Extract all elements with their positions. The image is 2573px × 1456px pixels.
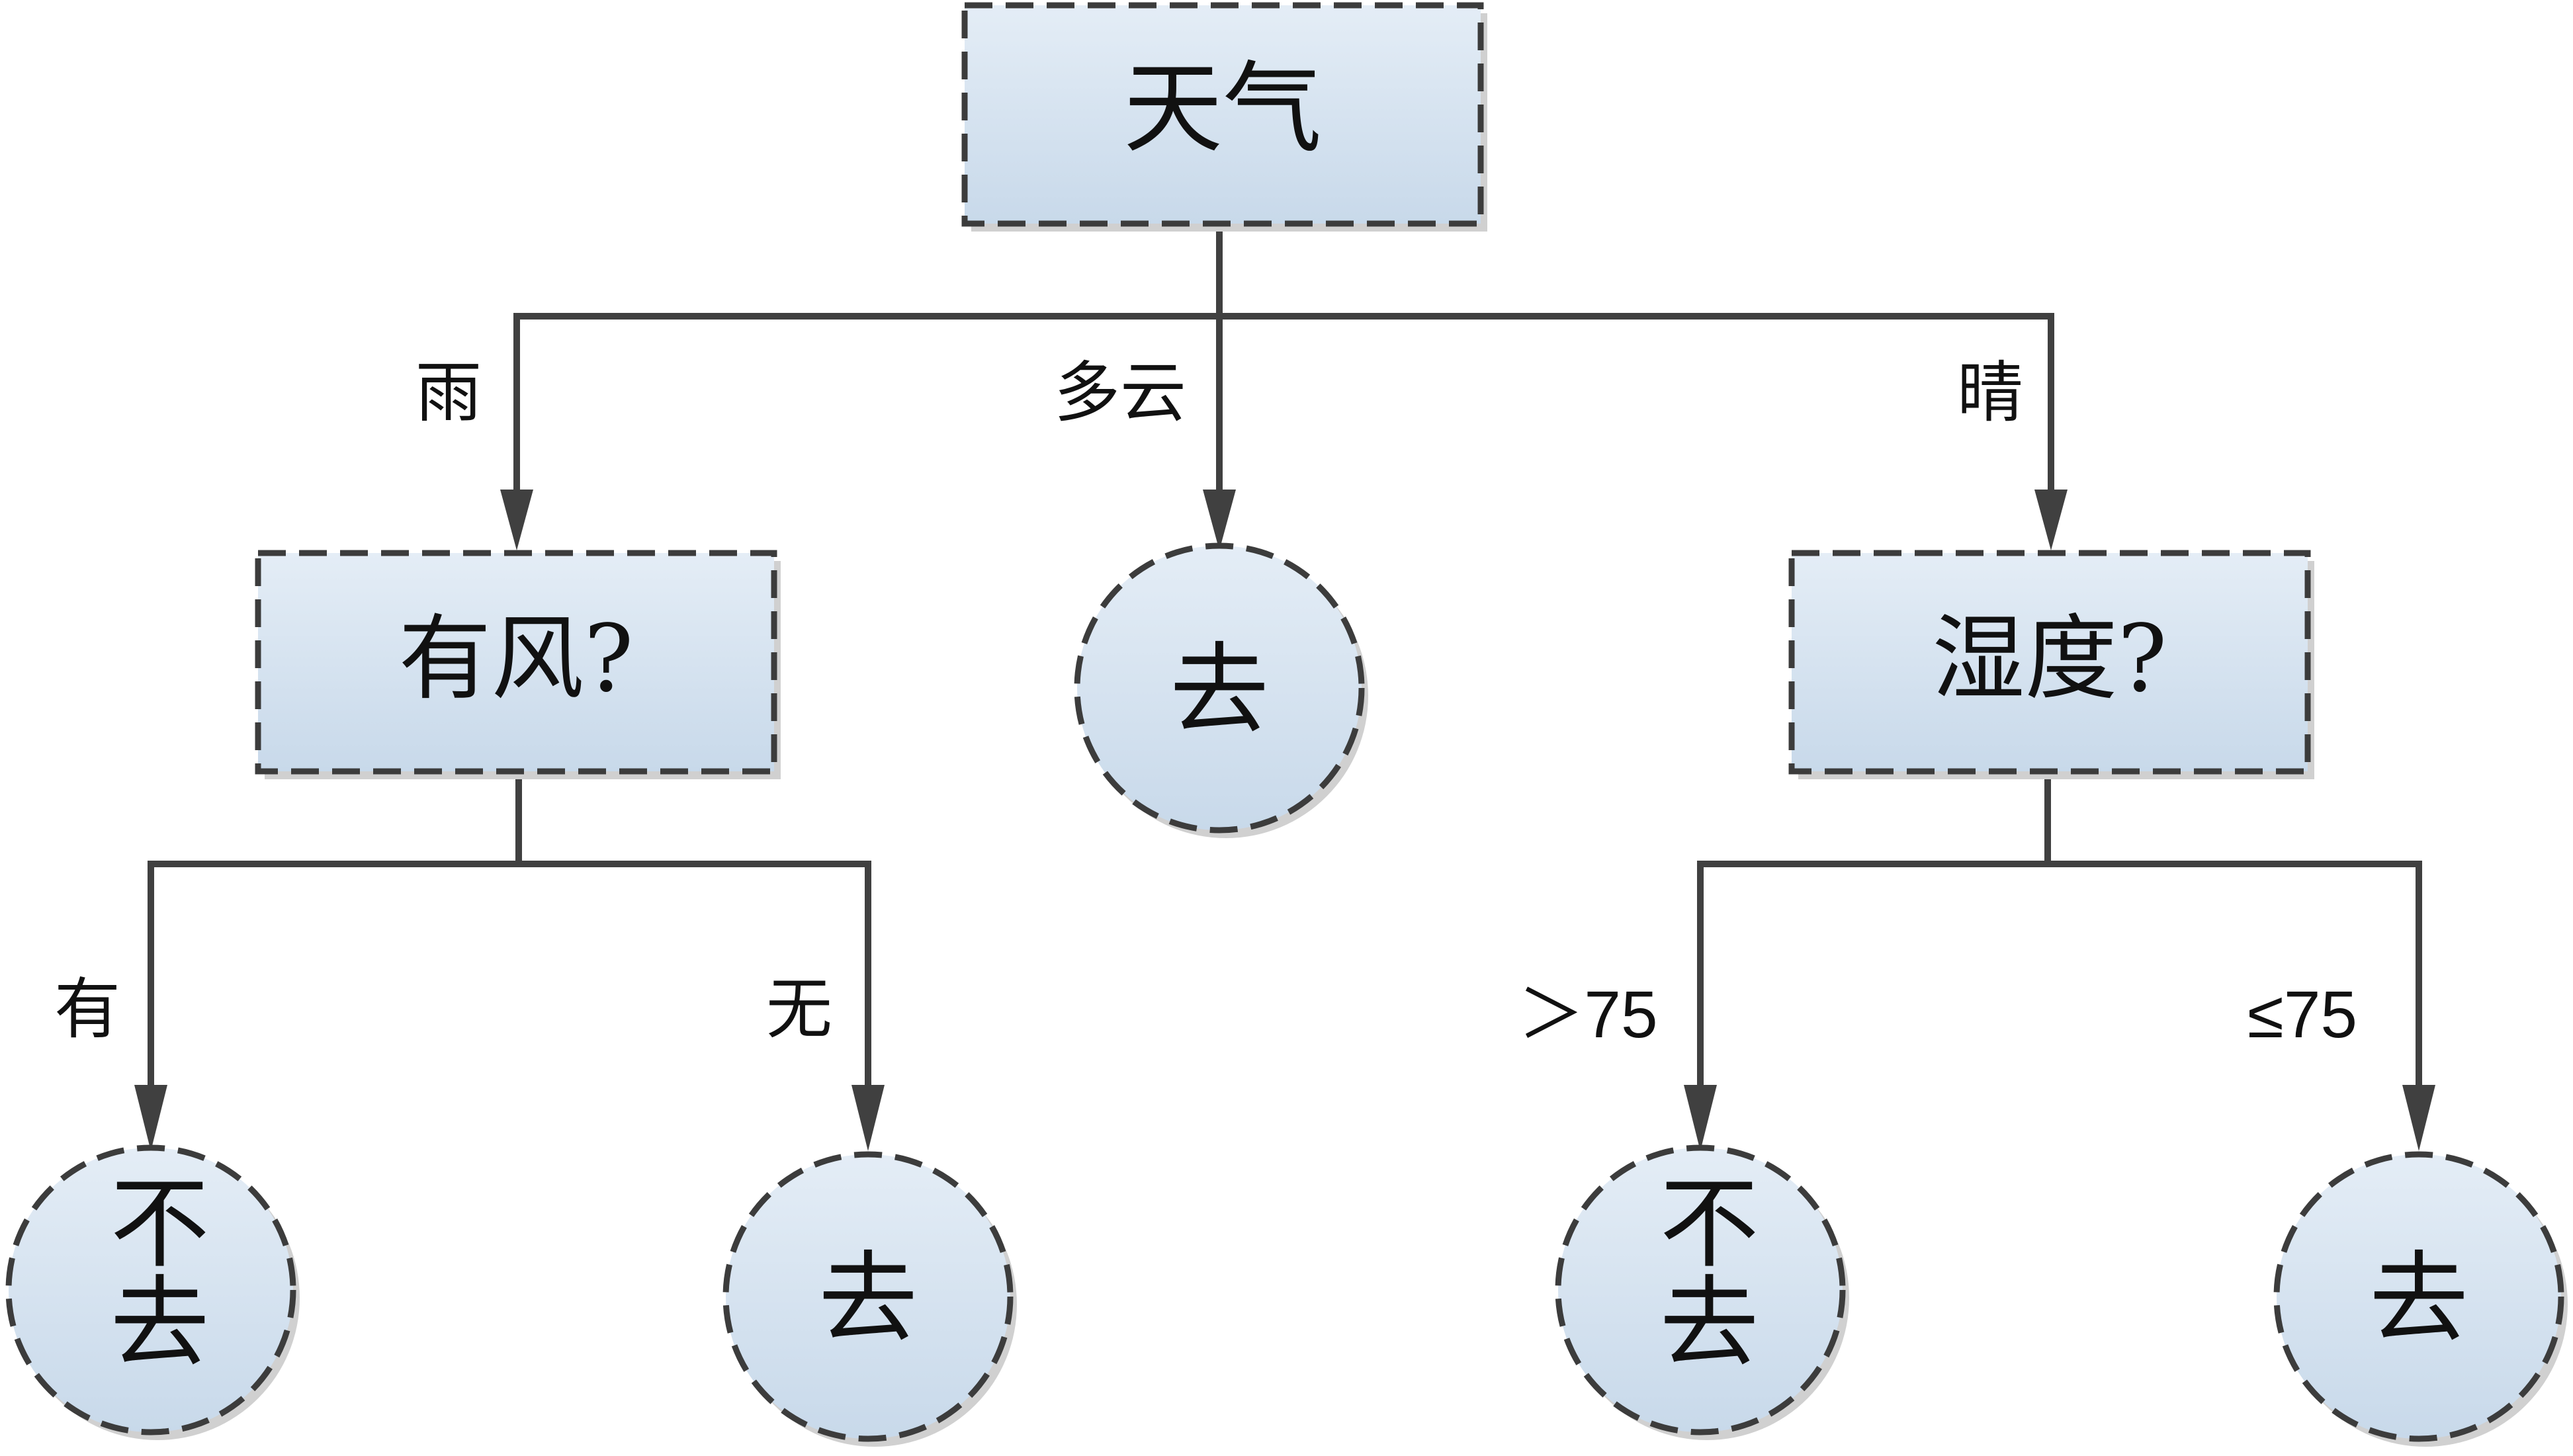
node-humid-low-leaf-label: 去 [2369, 1242, 2468, 1357]
connectors-windy [134, 771, 885, 1151]
node-windy-yes-leaf-label: 不去 [93, 1171, 208, 1369]
arrow-rain [500, 490, 533, 550]
node-root-label: 天气 [1123, 52, 1322, 167]
node-humidity: 湿度? [1788, 550, 2314, 779]
arrow-sunny [2034, 490, 2068, 550]
edge-label-humid-high: ＞75 [1518, 978, 1657, 1052]
node-windy-yes-leaf: 不去 [5, 1144, 300, 1440]
edge-label-humid-low: ≤75 [2247, 978, 2357, 1052]
edge-label-windy-no: 无 [766, 970, 832, 1048]
edge-label-sunny: 晴 [1957, 354, 2023, 431]
node-windy-label: 有风? [398, 605, 633, 713]
arrow-cloudy [1203, 490, 1236, 550]
node-humidity-label: 湿度? [1932, 605, 2167, 713]
edge-label-windy-yes: 有 [54, 970, 120, 1048]
connectors-humidity [1684, 771, 2435, 1151]
node-humid-high-leaf-label: 不去 [1643, 1171, 1758, 1369]
node-humid-high-leaf: 不去 [1555, 1144, 1849, 1440]
edge-label-rain: 雨 [415, 354, 482, 431]
edge-label-cloudy: 多云 [1054, 354, 1186, 431]
connectors-root [500, 222, 2068, 550]
arrow-windy-no [851, 1085, 885, 1151]
arrow-humid-low [2402, 1085, 2435, 1151]
node-windy-no-leaf: 去 [722, 1151, 1017, 1447]
node-cloudy-leaf-label: 去 [1170, 633, 1269, 748]
node-humid-low-leaf: 去 [2273, 1151, 2568, 1447]
arrow-humid-high [1684, 1085, 1717, 1151]
node-windy: 有风? [255, 550, 781, 779]
arrow-windy-yes [134, 1085, 167, 1151]
node-windy-no-leaf-label: 去 [818, 1242, 918, 1357]
node-cloudy-leaf: 去 [1074, 542, 1368, 838]
node-root: 天气 [961, 2, 1487, 232]
